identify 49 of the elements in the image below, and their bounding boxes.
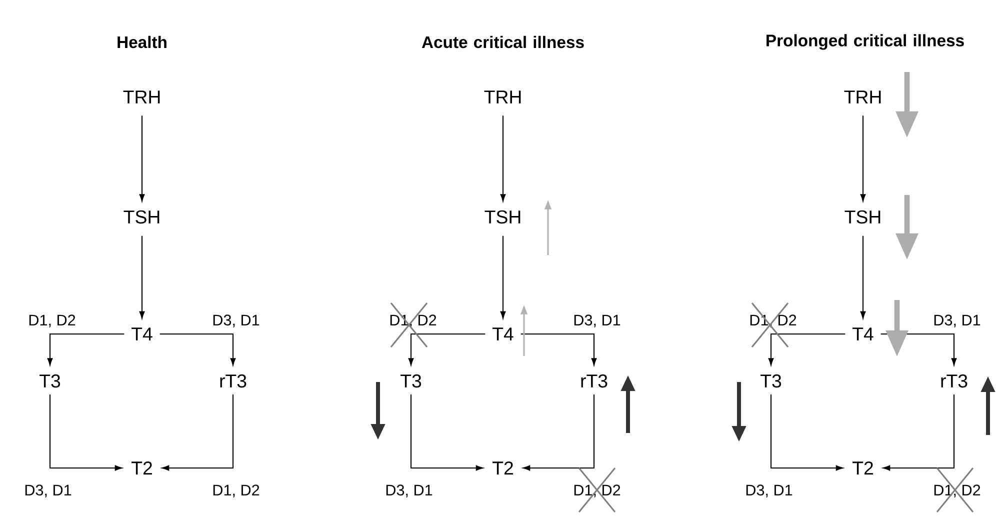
arrow xyxy=(162,394,234,471)
arrow xyxy=(882,394,955,471)
arrow xyxy=(860,236,866,319)
arrow xyxy=(770,394,844,471)
panel-title: Acute critical illness xyxy=(422,36,584,48)
edge-label: D1, D2 xyxy=(213,484,260,498)
hormone-label: T4 xyxy=(492,328,514,340)
panel-title: Health xyxy=(118,36,166,48)
edge-label: D3, D1 xyxy=(746,484,792,498)
hormone-label: T4 xyxy=(852,328,874,340)
arrow xyxy=(408,333,486,366)
arrow xyxy=(860,116,866,202)
hormone-label: TRH xyxy=(844,90,881,104)
arrow xyxy=(768,333,846,366)
arrow xyxy=(47,333,124,366)
hormone-label: rT3 xyxy=(220,374,246,388)
panel-title: Prolonged critical illness xyxy=(766,34,964,50)
hormone-label: rT3 xyxy=(581,374,608,388)
hormone-label: TSH xyxy=(484,210,520,224)
arrow xyxy=(49,394,122,471)
hormone-label: T2 xyxy=(132,461,152,474)
hormone-label: T2 xyxy=(852,461,873,474)
hormone-label: TSH xyxy=(844,210,880,224)
arrow xyxy=(500,236,506,319)
edge-label: D3, D1 xyxy=(25,484,72,498)
arrow xyxy=(139,116,145,202)
edge-label: D3, D1 xyxy=(574,314,620,328)
edge-label: D1, D2 xyxy=(574,484,620,498)
hormone-label: T4 xyxy=(132,328,152,340)
edge-label: D3, D1 xyxy=(213,314,260,328)
hormone-label: TRH xyxy=(484,90,521,104)
arrow xyxy=(520,333,597,366)
arrow xyxy=(139,236,145,319)
edge-label: D1, D2 xyxy=(934,484,980,498)
edge-label: D3, D1 xyxy=(934,314,980,328)
edge-label: D3, D1 xyxy=(386,484,432,498)
hormone-label: rT3 xyxy=(941,374,968,388)
arrow xyxy=(522,394,595,471)
arrow xyxy=(500,116,506,202)
edge-label: D1, D2 xyxy=(29,314,76,328)
hormone-label: T3 xyxy=(40,374,60,388)
hormone-label: T3 xyxy=(400,374,422,388)
hormone-label: T3 xyxy=(760,374,782,388)
arrow xyxy=(160,333,236,366)
hormone-label: TRH xyxy=(123,90,160,104)
arrow xyxy=(410,394,484,471)
hormone-label: T2 xyxy=(492,461,513,474)
hormone-label: TSH xyxy=(124,210,160,224)
arrow xyxy=(880,333,957,366)
